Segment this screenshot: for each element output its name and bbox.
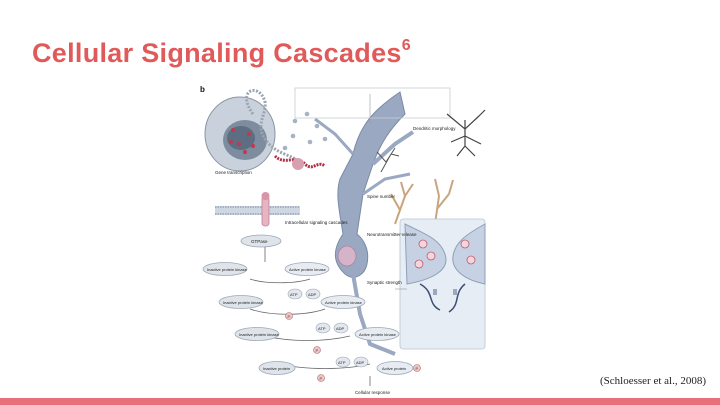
- adp-node-1: [305, 288, 321, 300]
- inactive-protein-label: Inactive protein: [263, 366, 290, 371]
- atp-node-2: [315, 322, 331, 334]
- inactive-kinase-node-1: [202, 262, 248, 276]
- signaling-cascade-figure: b Gene transcription Dendritic morpholog…: [195, 84, 490, 402]
- connector-lines: [369, 94, 407, 290]
- spine-number-label: Spine number: [367, 194, 396, 199]
- active-protein-label: Active protein: [382, 366, 406, 371]
- ribosome: [292, 158, 304, 170]
- adp-label-2: ADP: [336, 326, 345, 331]
- atp-label-1: ATP: [290, 292, 298, 297]
- neuron-nucleus: [337, 245, 357, 267]
- atp-node-3: [335, 356, 351, 368]
- slide-title: Cellular Signaling Cascades6: [32, 37, 411, 69]
- cell-membrane: [215, 206, 300, 215]
- active-protein-node: [376, 361, 414, 375]
- inactive-kinase-label-2: Inactive protein kinase: [223, 300, 264, 305]
- intracellular-signaling-label: Intracellular signaling cascades: [285, 220, 348, 225]
- adp-label-1: ADP: [308, 292, 317, 297]
- mrna-strand: [273, 154, 326, 169]
- dendrite-drawing-dark: [446, 109, 486, 157]
- synapse-panel: [399, 218, 486, 350]
- phospho-label-3: P: [320, 376, 323, 381]
- active-kinase-node-3: [354, 327, 400, 341]
- phospho-label-4: P: [416, 366, 419, 371]
- citation: (Schloesser et al., 2008): [600, 375, 706, 387]
- synaptic-strength-label: Synaptic strength: [367, 280, 402, 285]
- active-kinase-label-1: Active protein kinase: [289, 267, 327, 272]
- title-superscript: 6: [401, 37, 411, 54]
- phospho-marker-1: [285, 312, 293, 320]
- nucleus: [204, 96, 276, 172]
- active-kinase-label-2: Active protein kinase: [325, 300, 363, 305]
- gtpase-label: GTPase: [251, 239, 268, 244]
- phospho-marker-4: [413, 364, 421, 372]
- inactive-kinase-label-3: Inactive protein kinase: [239, 332, 280, 337]
- bottom-accent-bar: [0, 398, 720, 405]
- phospho-label-2: P: [316, 348, 319, 353]
- cellular-response-label: Cellular response: [355, 390, 391, 395]
- phospho-marker-3: [317, 374, 325, 382]
- atp-node-1: [287, 288, 303, 300]
- panel-label: b: [200, 85, 205, 94]
- gtpase-node: [240, 234, 282, 248]
- adp-label-3: ADP: [356, 360, 365, 365]
- atp-label-2: ATP: [318, 326, 326, 331]
- adp-node-3: [353, 356, 369, 368]
- slide-title-text: Cellular Signaling Cascades: [32, 38, 402, 68]
- neurotransmitter-release-label: Neurotransmitter release: [367, 232, 417, 237]
- active-kinase-label-3: Active protein kinase: [359, 332, 397, 337]
- dna-strand: [245, 89, 301, 164]
- active-kinase-node-2: [320, 295, 366, 309]
- adp-node-2: [333, 322, 349, 334]
- dendrite-drawing-small: [376, 147, 400, 173]
- inactive-kinase-node-3: [234, 327, 280, 341]
- gene-transcription-label: Gene transcription: [215, 170, 252, 175]
- inactive-protein-node: [258, 361, 296, 375]
- phospho-marker-2: [313, 346, 321, 354]
- dendrite-frame: [294, 87, 451, 119]
- neuron: [314, 91, 415, 356]
- atp-label-3: ATP: [338, 360, 346, 365]
- inactive-kinase-label-1: Inactive protein kinase: [207, 267, 248, 272]
- phospho-label-1: P: [288, 314, 291, 319]
- receptor: [261, 192, 270, 227]
- molecule-dots: [282, 111, 328, 151]
- inactive-kinase-node-2: [218, 295, 264, 309]
- active-kinase-node-1: [284, 262, 330, 276]
- dendritic-morphology-label: Dendritic morphology: [413, 126, 456, 131]
- spine-drawing: [390, 178, 454, 225]
